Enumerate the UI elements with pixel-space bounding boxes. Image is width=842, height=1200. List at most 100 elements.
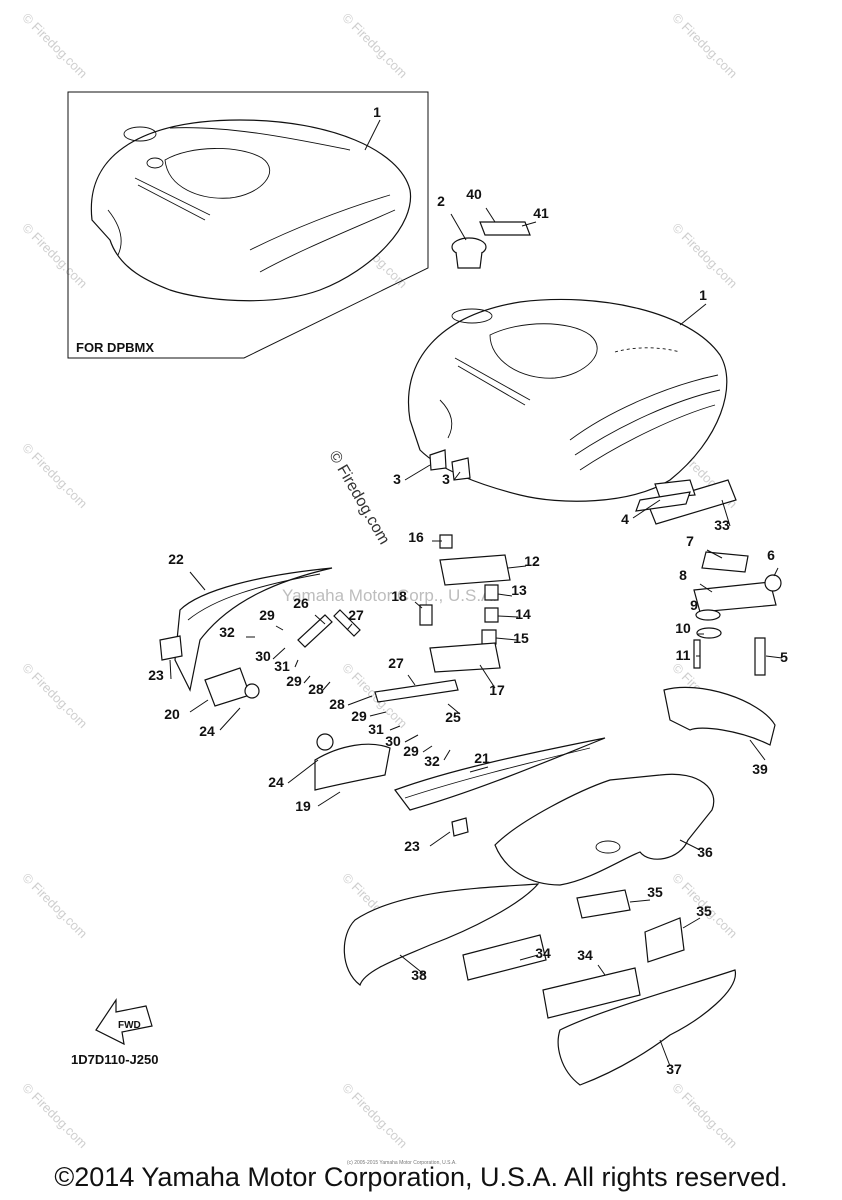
leader-line [314,614,326,625]
inset-label: FOR DPBMX [76,340,154,355]
callout-29: 29 [259,607,275,623]
callout-8: 8 [679,567,687,583]
leader-line [659,1039,671,1067]
fwd-label: FWD [118,1020,141,1031]
leader-line [521,221,537,227]
leader-line [399,954,426,976]
leader-line [497,593,513,597]
leader-line [369,711,387,717]
callout-28: 28 [329,696,345,712]
leader-line [706,549,723,559]
callout-33: 33 [714,517,730,533]
center-bracket-parts [419,449,691,673]
leader-line [495,637,518,641]
callout-34: 34 [535,945,551,961]
leader-line [479,664,496,689]
diagram-code: 1D7D110-J250 [71,1052,159,1067]
callout-3: 3 [393,471,401,487]
leader-lines [169,119,783,1067]
callout-23: 23 [404,838,420,854]
leader-line [679,303,707,326]
callout-23: 23 [148,667,164,683]
inset-fuel-tank [90,119,412,302]
leader-line [485,207,496,223]
callout-24: 24 [268,774,284,790]
leader-line [773,567,779,577]
callout-24: 24 [199,723,215,739]
leader-line [597,964,606,976]
callout-6: 6 [767,547,775,563]
callout-12: 12 [524,553,540,569]
leader-line [347,695,373,706]
center-watermark: Yamaha Motor Corp., U.S.A. [282,586,498,605]
callout-35: 35 [647,884,663,900]
leader-line [189,571,206,591]
leader-line [629,899,651,903]
fuel-tank [408,298,728,502]
callout-9: 9 [690,597,698,613]
callout-14: 14 [515,606,531,622]
callout-31: 31 [274,658,290,674]
leader-line [447,703,461,715]
leader-line [364,119,381,151]
leader-line [721,499,731,527]
leader-line [219,707,241,731]
lower-center-parts [314,679,606,837]
leader-line [453,471,461,481]
leader-line [407,674,416,686]
leader-line [429,831,451,847]
callout-17: 17 [489,682,505,698]
callout-21: 21 [474,750,490,766]
leader-line [317,791,341,807]
callout-7: 7 [686,533,694,549]
leader-line [682,917,701,929]
callout-29: 29 [351,708,367,724]
leader-line [507,565,527,569]
callout-19: 19 [295,798,311,814]
callout-35: 35 [696,903,712,919]
leader-line [679,839,701,851]
callout-31: 31 [368,721,384,737]
leader-line [699,583,713,593]
leader-line [632,499,661,519]
leader-line [765,655,783,659]
leader-line [275,625,284,631]
tiny-copyright: (c) 2005-2015 Yamaha Motor Corporation, … [347,1160,457,1166]
callout-3: 3 [442,471,450,487]
callout-20: 20 [164,706,180,722]
callout-22: 22 [168,551,184,567]
callout-28: 28 [308,681,324,697]
fwd-arrow-icon: FWD [95,998,153,1046]
callout-39: 39 [752,761,768,777]
leader-line [389,725,401,731]
leader-line [322,681,331,691]
callout-34: 34 [577,947,593,963]
callout-1: 1 [699,287,707,303]
callout-27: 27 [348,607,364,623]
leader-line [169,659,172,680]
left-trim-parts [159,567,361,707]
right-mount-parts [647,479,782,746]
callout-37: 37 [666,1061,682,1077]
leader-line [404,734,419,743]
callout-36: 36 [697,844,713,860]
callout-29: 29 [403,743,419,759]
callout-30: 30 [385,733,401,749]
callout-5: 5 [780,649,788,665]
callout-32: 32 [219,624,235,640]
callout-4: 4 [621,511,629,527]
callout-16: 16 [408,529,424,545]
callout-29: 29 [286,673,302,689]
callout-11: 11 [676,647,691,663]
leader-line [519,954,539,961]
leader-line [469,766,489,773]
leader-line [287,759,319,784]
callout-40: 40 [466,186,482,202]
callout-2: 2 [437,193,445,209]
callout-10: 10 [675,620,691,636]
decal-41 [479,221,531,236]
leader-line [346,623,353,631]
